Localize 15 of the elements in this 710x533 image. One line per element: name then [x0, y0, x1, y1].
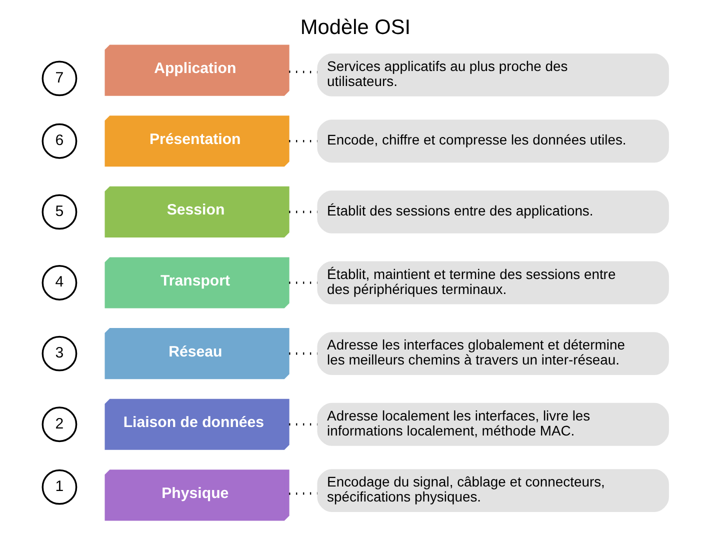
node-box: Établit, maintient et termine des sessions entre des périphériques terminaux. — [316, 261, 668, 304]
node-box: Services applicatifs au plus proche des utilisateurs. — [316, 53, 668, 96]
node-box: Encode, chiffre et compresse les données utiles. — [316, 120, 668, 163]
node-circle: 4 — [41, 265, 77, 300]
node-circle: 7 — [41, 60, 77, 96]
node-box: Établit des sessions entre des applications. — [316, 190, 668, 234]
node-circle: 3 — [41, 336, 77, 372]
node-circle: 6 — [41, 123, 77, 159]
node-box: Encodage du signal, câblage et connecteurs, spécifications physiques. — [316, 469, 668, 512]
node-box: Adresse localement les interfaces, livre les informations localement, méthode MAC. — [316, 402, 668, 446]
diagram-title: Modèle OSI — [300, 16, 410, 40]
node-box: Adresse les interfaces globalement et détermine les meilleurs chemins à travers un inter-réseau. — [316, 332, 668, 376]
node-circle: 1 — [41, 469, 77, 505]
node-circle: 5 — [41, 194, 77, 230]
node-circle: 2 — [41, 406, 77, 442]
